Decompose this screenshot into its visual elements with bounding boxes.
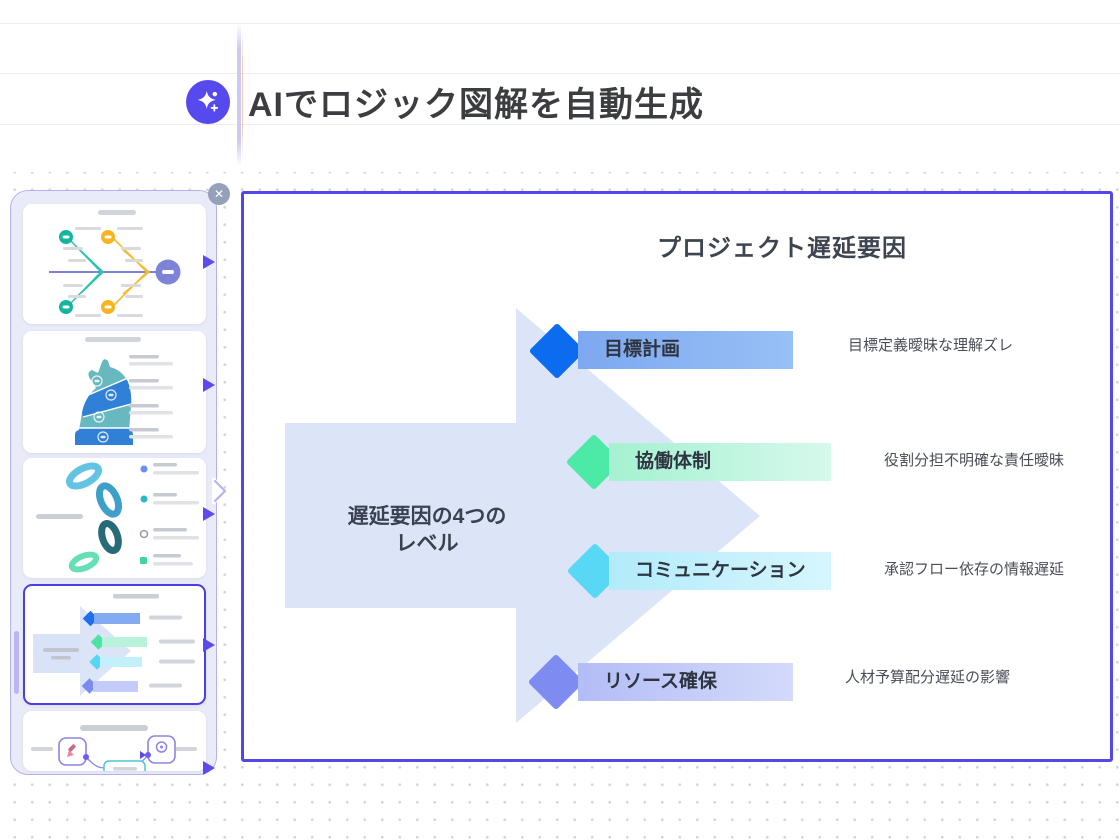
diagram-canvas[interactable]: プロジェクト遅延要因 遅延要因の4つの レベル 目標計画 目標定義曖昧な理解ズレ… xyxy=(241,191,1113,762)
apply-template-arrow-icon[interactable] xyxy=(203,378,215,392)
arrow-levels-preview-image xyxy=(33,594,195,696)
level-description[interactable]: 目標定義曖昧な理解ズレ xyxy=(848,337,1014,354)
apply-template-arrow-icon[interactable] xyxy=(203,638,215,652)
header-divider-line xyxy=(0,23,1120,24)
text-caret-accent-line xyxy=(242,30,243,160)
big-arrow-shape[interactable] xyxy=(244,194,1110,759)
thumbnail-arrow-levels-diagram-selected[interactable] xyxy=(23,584,206,705)
page-title: AIでロジック図解を自動生成 xyxy=(248,86,704,124)
fishbone-preview-image xyxy=(49,210,181,317)
thumbnail-fishbone-diagram[interactable] xyxy=(23,204,206,324)
header-divider-line xyxy=(0,124,1120,125)
level-bar[interactable]: コミュニケーション xyxy=(609,552,831,590)
template-sidebar xyxy=(10,190,217,775)
level-description[interactable]: 承認フロー依存の情報遅延 xyxy=(884,561,1065,578)
thumbnail-flowchart-diagram[interactable] xyxy=(23,711,206,771)
apply-template-arrow-icon[interactable] xyxy=(203,761,215,775)
level-description[interactable]: 役割分担不明確な責任曖昧 xyxy=(884,452,1065,469)
close-icon: ✕ xyxy=(213,187,225,201)
flowchart-preview-image xyxy=(31,725,197,771)
thumbnail-chess-knight-diagram[interactable] xyxy=(23,331,206,453)
diagram-title[interactable]: プロジェクト遅延要因 xyxy=(657,235,907,262)
apply-template-arrow-icon[interactable] xyxy=(203,255,215,269)
level-description[interactable]: 人材予算配分遅延の影響 xyxy=(845,669,1011,686)
close-sidebar-button[interactable]: ✕ xyxy=(208,183,230,205)
arrow-label[interactable]: 遅延要因の4つの レベル xyxy=(347,505,507,555)
ai-sparkle-icon xyxy=(186,79,230,124)
collapse-panel-handle[interactable] xyxy=(211,477,229,505)
apply-template-arrow-icon[interactable] xyxy=(203,507,215,521)
page-header: AIでロジック図解を自動生成 xyxy=(186,77,704,126)
text-caret-line xyxy=(237,24,241,166)
level-bar[interactable]: リソース確保 xyxy=(578,663,793,701)
rings-preview-image xyxy=(36,462,199,573)
chess-knight-preview-image xyxy=(75,337,173,445)
header-divider-line xyxy=(0,73,1120,74)
level-bar[interactable]: 目標計画 xyxy=(578,331,793,369)
level-bar[interactable]: 協働体制 xyxy=(609,443,831,481)
thumbnail-rings-diagram[interactable] xyxy=(23,458,206,578)
sidebar-scrollbar[interactable] xyxy=(13,631,19,694)
